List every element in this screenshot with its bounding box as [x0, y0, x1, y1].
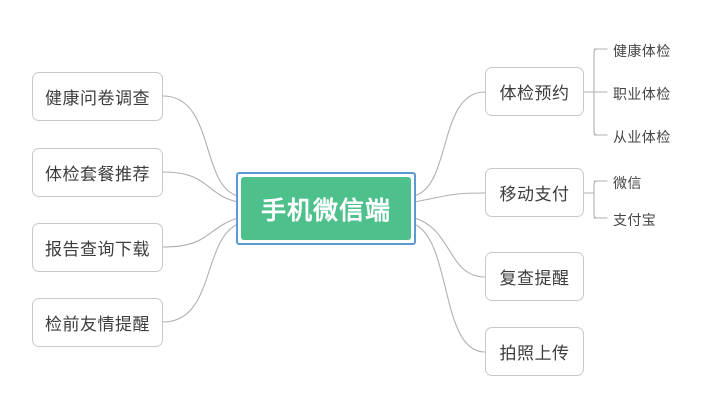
node-pre-exam-reminder-label: 检前友情提醒: [45, 315, 150, 335]
node-pre-exam-reminder[interactable]: 检前友情提醒: [32, 298, 163, 347]
edge-center-to-health-survey: [162, 95, 239, 197]
edge-center-to-report-download: [162, 217, 239, 248]
node-recheck-reminder[interactable]: 复查提醒: [485, 252, 584, 301]
node-mobile-payment[interactable]: 移动支付: [485, 168, 584, 217]
node-report-query-download-label: 报告查询下载: [45, 240, 150, 260]
leaf-wechat[interactable]: 微信: [613, 176, 642, 192]
edge-center-to-photo-upload: [413, 223, 486, 353]
node-photo-upload[interactable]: 拍照上传: [485, 327, 584, 376]
node-exam-booking-label: 体检预约: [499, 84, 570, 104]
leaf-employment-checkup[interactable]: 从业体检: [613, 130, 671, 146]
edge-center-to-recheck-alert: [413, 217, 486, 278]
node-report-query-download[interactable]: 报告查询下载: [32, 223, 163, 272]
node-mobile-payment-label: 移动支付: [499, 185, 570, 205]
edge-mobile-pay-bracket: [593, 180, 601, 219]
edge-exam-booking-bracket: [593, 48, 601, 136]
node-center-fill: 手机微信端: [241, 177, 411, 240]
edge-center-to-pre-exam-tips: [162, 223, 239, 323]
node-center-wechat-mobile[interactable]: 手机微信端: [236, 172, 416, 245]
edge-center-to-exam-booking: [413, 91, 486, 197]
node-photo-upload-label: 拍照上传: [499, 344, 570, 364]
edge-center-to-package-rec: [162, 171, 239, 203]
leaf-health-checkup[interactable]: 健康体检: [613, 44, 671, 60]
node-exam-package-recommendation[interactable]: 体检套餐推荐: [32, 148, 163, 197]
node-health-survey-label: 健康问卷调查: [45, 89, 150, 109]
node-exam-package-recommendation-label: 体检套餐推荐: [45, 165, 150, 185]
node-health-survey[interactable]: 健康问卷调查: [32, 72, 163, 121]
leaf-alipay[interactable]: 支付宝: [613, 213, 657, 229]
node-center-label: 手机微信端: [260, 195, 391, 225]
edge-center-to-mobile-pay: [413, 192, 486, 203]
node-exam-booking[interactable]: 体检预约: [485, 67, 584, 116]
node-recheck-reminder-label: 复查提醒: [499, 269, 570, 289]
leaf-occupational-checkup[interactable]: 职业体检: [613, 87, 671, 103]
